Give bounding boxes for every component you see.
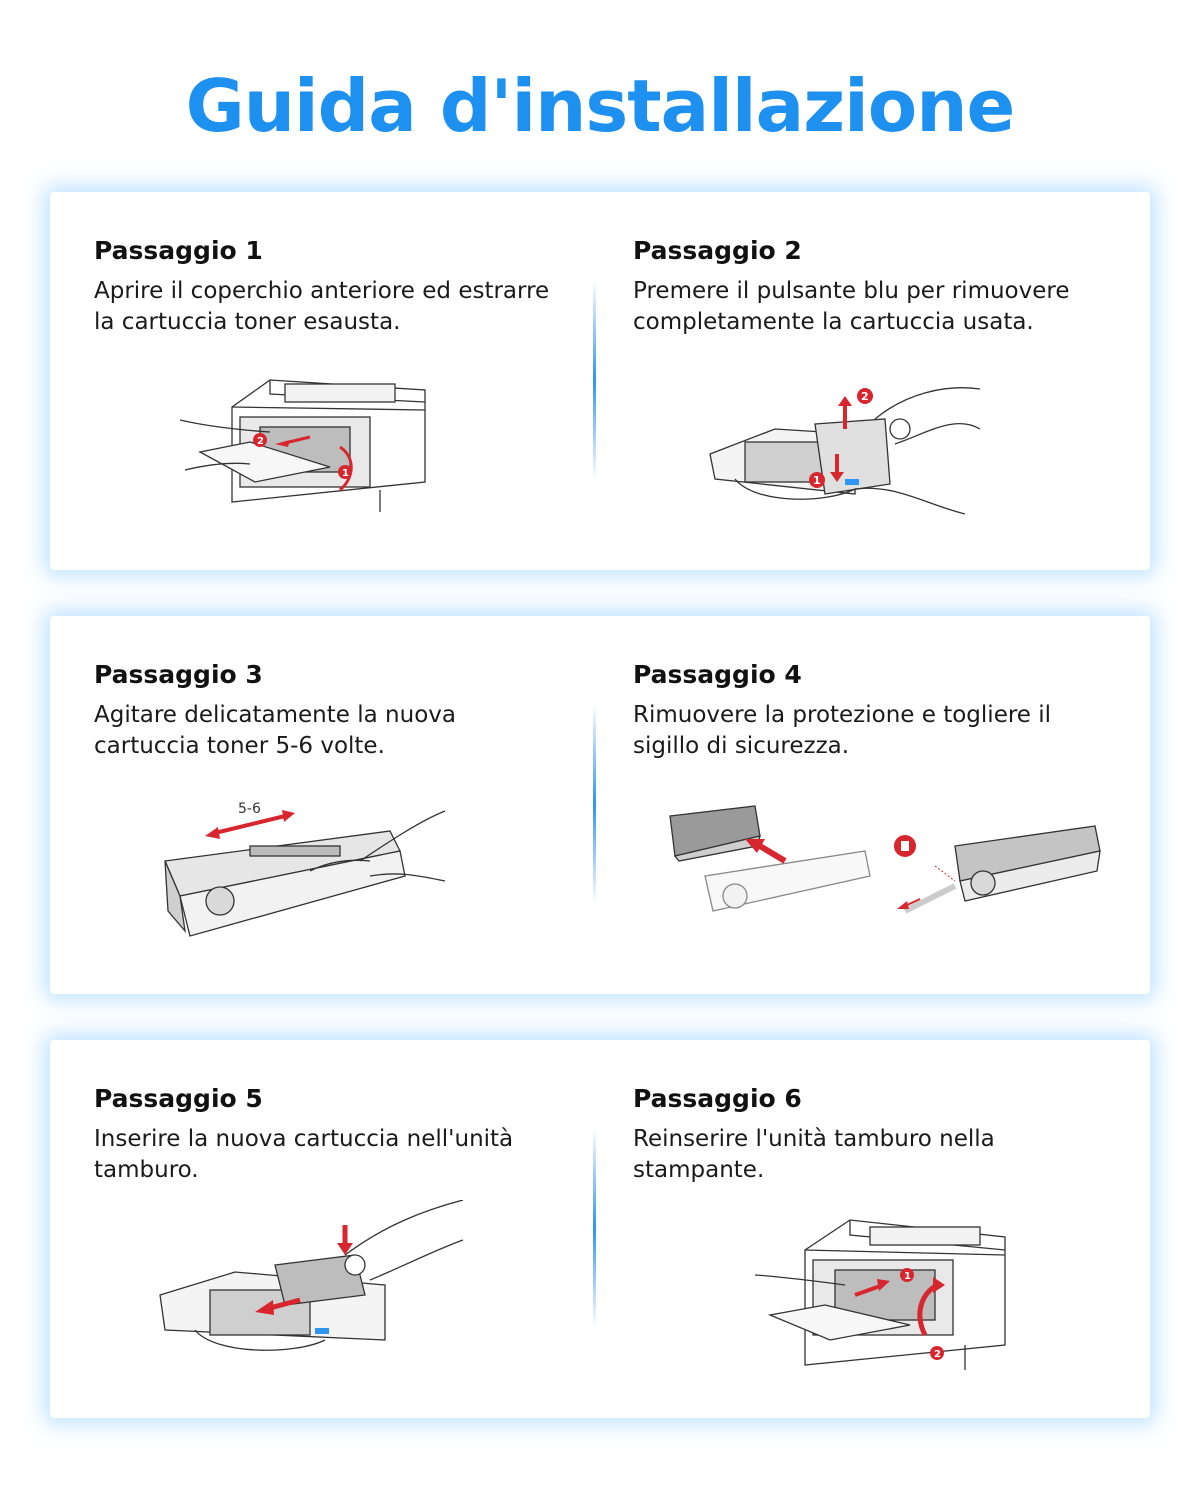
badge-1-label: 1 [904, 1271, 911, 1282]
toner-cartridge-icon: 5-6 [164, 801, 446, 937]
drum-cartridge-icon [159, 1199, 464, 1351]
drum-unit-remove-illustration: 2 1 [705, 374, 1045, 544]
toner-seal-icon [669, 805, 1101, 914]
step-title: Passaggio 2 [633, 236, 802, 265]
printer-open-cover-illustration: 2 1 [179, 372, 520, 542]
printer-icon: 2 1 [179, 379, 426, 512]
step-title: Passaggio 3 [94, 660, 263, 689]
insert-cartridge-illustration [155, 1199, 495, 1370]
column-divider [593, 704, 596, 904]
step-1: Passaggio 1 Aprire il coperchio anterior… [94, 234, 564, 338]
steps-card-3: Passaggio 5 Inserire la nuova cartuccia … [50, 1040, 1150, 1418]
badge-2-label: 2 [934, 1349, 941, 1360]
step-description: Reinserire l'unità tamburo nella stampan… [633, 1126, 995, 1183]
step-description: Inserire la nuova cartuccia nell'unità t… [94, 1126, 514, 1183]
badge-2-label: 2 [257, 436, 264, 447]
step-description: Rimuovere la protezione e togliere il si… [633, 702, 1052, 759]
step-description: Premere il pulsante blu per rimuovere co… [633, 278, 1070, 335]
step-3: Passaggio 3 Agitare delicatamente la nuo… [94, 658, 564, 762]
step-2: Passaggio 2 Premere il pulsante blu per … [633, 234, 1103, 338]
steps-card-1: Passaggio 1 Aprire il coperchio anterior… [50, 192, 1150, 570]
drum-unit-icon: 2 1 [709, 387, 981, 515]
step-title: Passaggio 4 [633, 660, 802, 689]
column-divider [593, 1128, 596, 1328]
badge-1-label: 1 [813, 474, 821, 487]
shake-toner-illustration: 5-6 [160, 801, 500, 971]
printer-icon: 1 2 [754, 1219, 1006, 1370]
remove-seal-illustration [665, 801, 1101, 971]
badge-2-label: 2 [861, 390, 869, 403]
column-divider [593, 280, 596, 480]
page-title: Guida d'installazione [185, 64, 1016, 148]
step-description: Agitare delicatamente la nuova cartuccia… [94, 702, 456, 759]
shake-count-label: 5-6 [238, 801, 261, 817]
step-description: Aprire il coperchio anteriore ed estrarr… [94, 278, 550, 335]
steps-card-2: Passaggio 3 Agitare delicatamente la nuo… [50, 616, 1150, 994]
step-6: Passaggio 6 Reinserire l'unità tamburo n… [633, 1082, 1103, 1186]
step-4: Passaggio 4 Rimuovere la protezione e to… [633, 658, 1103, 762]
badge-1-label: 1 [342, 468, 349, 479]
trash-icon [901, 841, 909, 851]
reinsert-drum-illustration: 1 2 [754, 1215, 1095, 1385]
step-title: Passaggio 5 [94, 1084, 263, 1113]
step-title: Passaggio 1 [94, 236, 263, 265]
step-5: Passaggio 5 Inserire la nuova cartuccia … [94, 1082, 564, 1186]
step-title: Passaggio 6 [633, 1084, 802, 1113]
